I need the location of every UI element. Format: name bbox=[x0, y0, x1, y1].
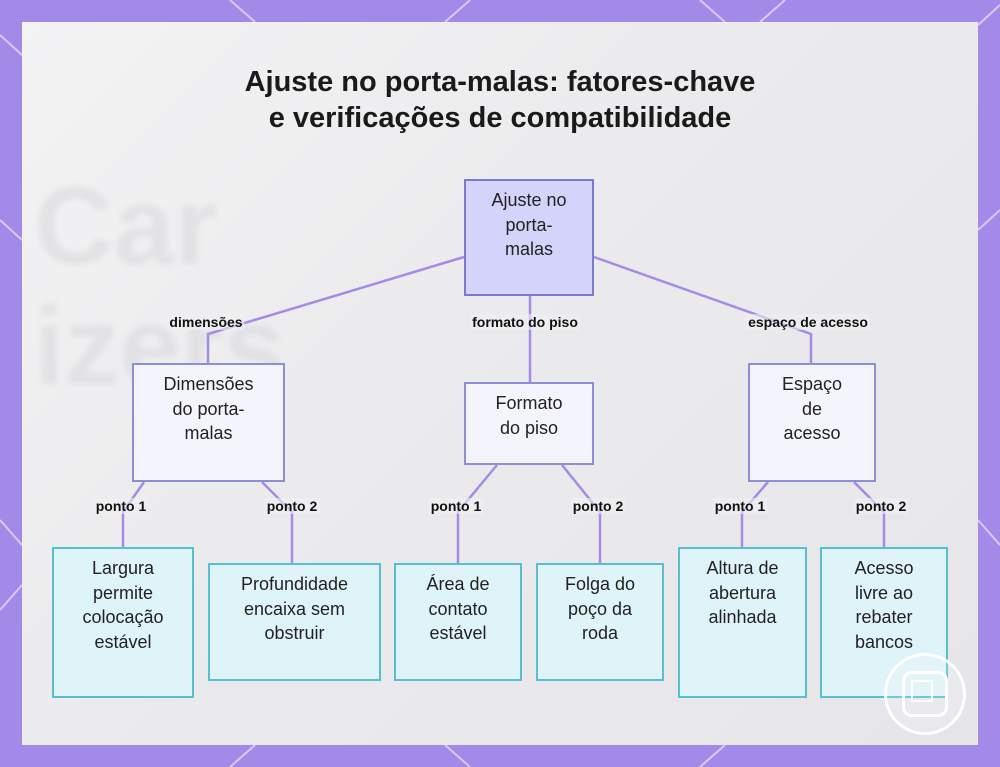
edge-formato-folga bbox=[562, 465, 600, 563]
edge-dimensoes-profundidade bbox=[262, 482, 292, 563]
edge-label-ponto: ponto 2 bbox=[265, 498, 320, 514]
node-formato-piso: Formato do piso bbox=[464, 382, 594, 465]
node-altura-abertura: Altura de abertura alinhada bbox=[678, 547, 807, 698]
edge-espaco-altura bbox=[742, 482, 768, 547]
edge-label-formato: formato do piso bbox=[470, 314, 580, 330]
edge-root-espaco bbox=[594, 257, 811, 363]
node-espaco-acesso: Espaço de acesso bbox=[748, 363, 876, 482]
node-dimensoes-porta-malas: Dimensões do porta- malas bbox=[132, 363, 285, 482]
edge-label-ponto: ponto 1 bbox=[713, 498, 768, 514]
edge-label-dimensoes: dimensões bbox=[167, 314, 244, 330]
edge-root-dimensoes bbox=[208, 257, 464, 363]
node-folga-roda: Folga do poço da roda bbox=[536, 563, 664, 681]
node-ajuste-porta-malas: Ajuste no porta- malas bbox=[464, 179, 594, 296]
edge-label-espaco: espaço de acesso bbox=[746, 314, 870, 330]
edge-label-ponto: ponto 1 bbox=[429, 498, 484, 514]
node-largura: Largura permite colocação estável bbox=[52, 547, 194, 698]
edge-formato-area bbox=[458, 465, 497, 563]
edge-espaco-acesso bbox=[854, 482, 884, 547]
edge-dimensoes-largura bbox=[123, 482, 144, 547]
watermark-grid-icon bbox=[884, 653, 966, 735]
node-profundidade: Profundidade encaixa sem obstruir bbox=[208, 563, 381, 681]
edge-label-ponto: ponto 2 bbox=[854, 498, 909, 514]
diagram-panel: Car izers Ajuste no porta-malas: fatores… bbox=[22, 22, 978, 745]
edge-label-ponto: ponto 1 bbox=[94, 498, 149, 514]
edge-label-ponto: ponto 2 bbox=[571, 498, 626, 514]
node-area-contato: Área de contato estável bbox=[394, 563, 522, 681]
